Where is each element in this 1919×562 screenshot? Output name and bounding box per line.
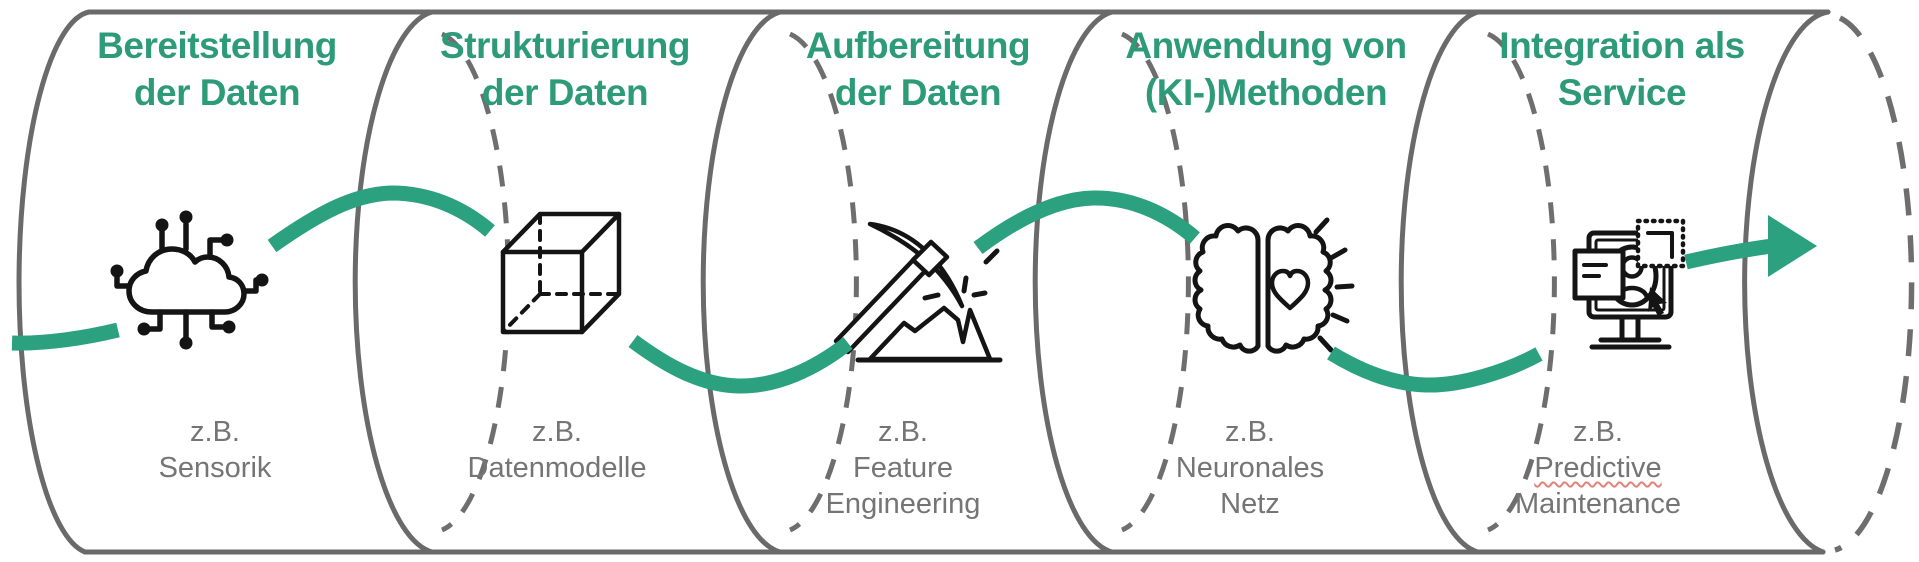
stage-divider-arc-1 <box>352 9 435 555</box>
brain-left-lobe <box>1192 223 1261 354</box>
node-link <box>241 277 259 294</box>
rock-mound <box>867 305 993 362</box>
stage-title-strukturierung: Strukturierung der Daten <box>440 25 690 113</box>
stage-divider-arc-3 <box>1032 9 1115 555</box>
wave-segment-2 <box>267 185 495 253</box>
stage-divider-arc-4 <box>1398 9 1481 555</box>
node-link <box>147 309 163 332</box>
cursor-arrow-icon <box>1648 287 1667 316</box>
stage-example-neuronales-netz: z.B. Neuronales Netz <box>1100 414 1400 522</box>
example-line: Neuronales <box>1175 452 1325 484</box>
stage-title-aufbereitung: Aufbereitung der Daten <box>805 25 1031 113</box>
example-line: z.B. <box>1573 416 1623 448</box>
cylinder-right-cap-arc <box>1742 9 1831 555</box>
monitor-stand <box>1619 314 1641 341</box>
wave-segment-6 <box>1684 238 1773 270</box>
stage-title-integration: Integration als Service <box>1499 25 1745 113</box>
cloud-shape <box>126 246 247 315</box>
example-line: z.B. <box>532 416 582 448</box>
spark-lines <box>922 248 1000 301</box>
node-link <box>114 274 132 289</box>
example-line: Feature <box>853 452 953 484</box>
dotted-selection-square <box>1635 218 1686 269</box>
pickaxe-blade <box>867 221 965 309</box>
example-line: Maintenance <box>1514 488 1682 520</box>
example-line: z.B. <box>190 416 240 448</box>
flow-arrowhead <box>1768 215 1817 277</box>
stage-title-anwendung: Anwendung von (KI-)Methoden <box>1125 25 1407 113</box>
heart-icon <box>1269 268 1311 311</box>
stage-divider-arc-2 <box>700 9 783 555</box>
pickaxe-joint <box>910 239 950 278</box>
node-link <box>207 237 224 260</box>
dashed-arc-4 <box>1487 31 1557 533</box>
monitor-user-icon <box>1572 218 1686 350</box>
radiating-rays <box>1313 217 1355 353</box>
stage-example-datenmodelle: z.B. Datenmodelle <box>407 414 707 486</box>
cube-visible-edges <box>500 211 622 335</box>
stage-example-sensorik: z.B. Sensorik <box>65 414 365 486</box>
dashed-arc-3 <box>1121 31 1191 533</box>
wave-segment-3 <box>628 334 853 394</box>
stage-example-predictive-maintenance: z.B. Predictive Maintenance <box>1448 414 1748 522</box>
example-line: Netz <box>1220 488 1280 520</box>
dashed-arc-2 <box>789 31 859 533</box>
corner-bracket <box>1646 231 1674 259</box>
brain-right-lobe <box>1265 223 1334 354</box>
wave-segment-5 <box>1327 346 1543 393</box>
monitor-base <box>1589 337 1672 350</box>
flow-wave <box>11 185 1817 394</box>
data-cube-icon <box>500 211 622 335</box>
example-line: Engineering <box>825 488 981 520</box>
cylinder-left-cap-arc <box>16 9 92 555</box>
brain-heart-icon <box>1192 217 1355 354</box>
cylinder-outline <box>16 9 1831 555</box>
example-line-misspelled: Predictive <box>1534 452 1662 484</box>
wave-segment-1 <box>11 322 120 351</box>
cloud-network-icon <box>110 210 269 350</box>
wave-segment-4 <box>973 190 1200 255</box>
example-line: Datenmodelle <box>467 452 647 484</box>
node-link <box>209 309 226 330</box>
stage-title-bereitstellung: Bereitstellung der Daten <box>97 25 337 113</box>
pickaxe-mining-icon <box>833 221 1003 363</box>
network-nodes <box>110 210 269 350</box>
stage-example-feature-engineering: z.B. Feature Engineering <box>753 414 1053 522</box>
document-card-lines <box>1582 263 1608 278</box>
example-line: z.B. <box>1225 416 1275 448</box>
example-line: z.B. <box>878 416 928 448</box>
dashed-arc-open-end <box>1834 15 1915 553</box>
example-line: Sensorik <box>158 452 272 484</box>
